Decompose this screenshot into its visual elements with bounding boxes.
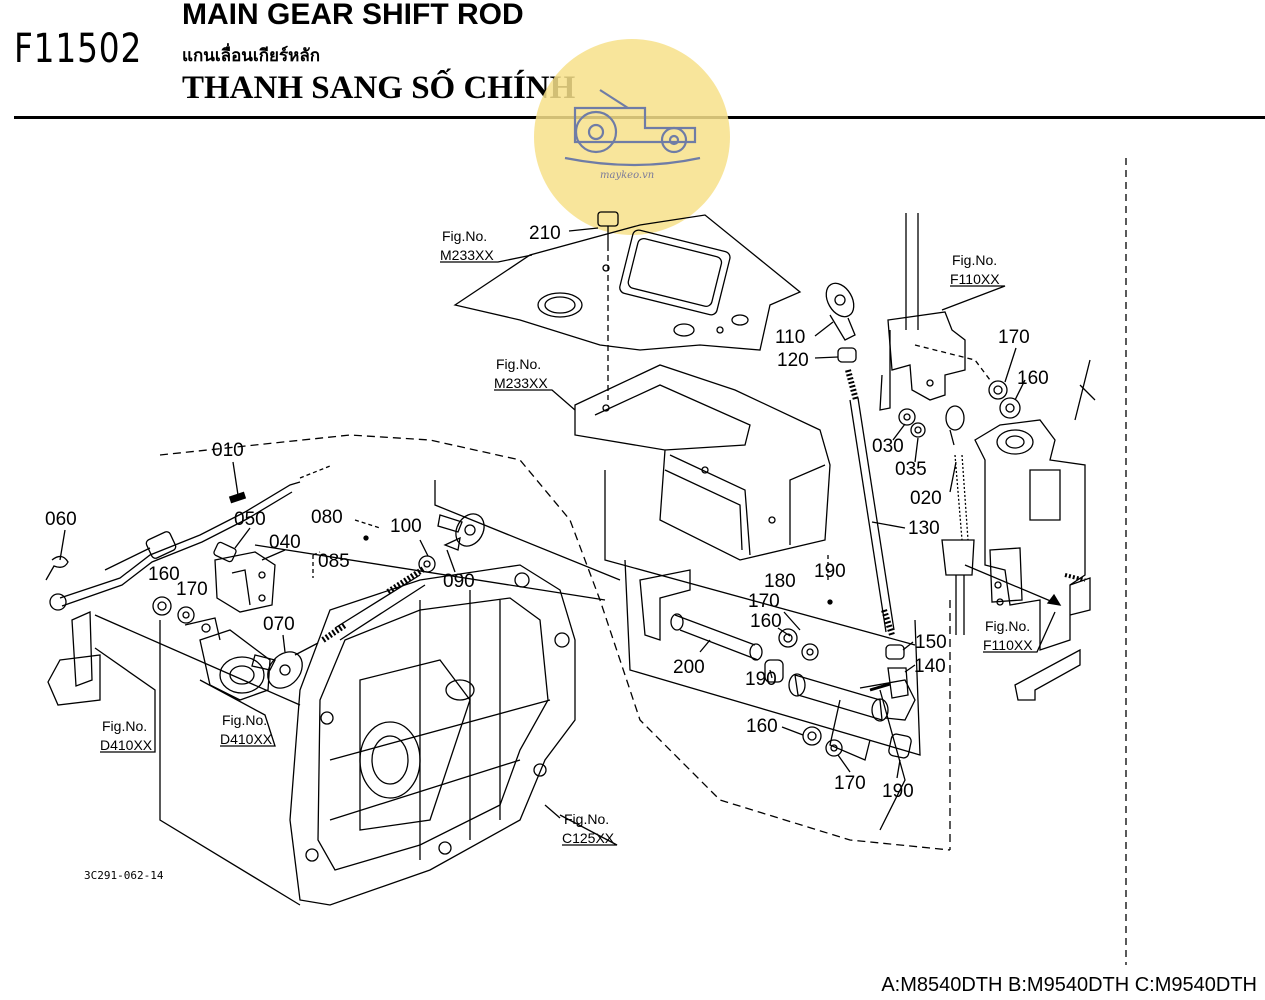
callout-170: 170 [998, 327, 1030, 348]
callout-085: 085 [318, 551, 350, 572]
fig-ref-code: D410XX [220, 731, 273, 747]
fig-ref-code: M233XX [494, 375, 548, 391]
fig-ref-label: Fig.No. [564, 811, 609, 827]
callout-060: 060 [45, 509, 77, 530]
fig-ref-label: Fig.No. [222, 712, 267, 728]
callout-040: 040 [269, 532, 301, 553]
figure-code: F11502 [14, 26, 143, 72]
callout-030: 030 [872, 436, 904, 457]
callout-210: 210 [529, 223, 561, 244]
callout-170-left: 170 [176, 579, 208, 600]
callout-180: 180 [764, 571, 796, 592]
callout-100: 100 [390, 516, 422, 537]
model-applicability: A:M8540DTH B:M9540DTH C:M9540DTH [881, 974, 1257, 996]
callout-190-mid: 190 [745, 669, 777, 690]
callout-160: 160 [1017, 368, 1049, 389]
callout-070: 070 [263, 614, 295, 635]
watermark-text: maykeo.vn [600, 170, 654, 181]
fig-ref-code: M233XX [440, 247, 494, 263]
callout-150: 150 [915, 632, 947, 653]
callout-035: 035 [895, 459, 927, 480]
callout-120: 120 [777, 350, 809, 371]
fig-ref-code: D410XX [100, 737, 153, 753]
fig-ref-label: Fig.No. [496, 356, 541, 372]
title-thai: แกนเลื่อนเกียร์หลัก [182, 46, 321, 66]
fig-ref-label: Fig.No. [102, 718, 147, 734]
callout-090: 090 [443, 571, 475, 592]
callout-140: 140 [914, 656, 946, 677]
callout-010: 010 [212, 440, 244, 461]
callout-130: 130 [908, 518, 940, 539]
callout-200: 200 [673, 657, 705, 678]
callout-160-low: 160 [746, 716, 778, 737]
fig-ref-label: Fig.No. [952, 252, 997, 268]
callout-110: 110 [775, 327, 805, 348]
callout-170-mid: 170 [748, 591, 780, 612]
tractor-icon [564, 89, 701, 167]
callout-160-left: 160 [148, 564, 180, 585]
callout-160-mid: 160 [750, 611, 782, 632]
callout-080: 080 [311, 507, 343, 528]
watermark-logo [534, 39, 730, 235]
fig-ref-code: F110XX [983, 637, 1033, 653]
callout-170-low: 170 [834, 773, 866, 794]
callout-050: 050 [234, 509, 266, 530]
callout-020: 020 [910, 488, 942, 509]
fig-ref-label: Fig.No. [985, 618, 1030, 634]
callout-190-low: 190 [882, 781, 914, 802]
title-english: MAIN GEAR SHIFT ROD [182, 0, 524, 31]
drawing-code: 3C291-062-14 [84, 869, 164, 882]
fig-ref-label: Fig.No. [442, 228, 487, 244]
fig-ref-code: C125XX [562, 830, 615, 846]
title-vietnamese: THANH SANG SỐ CHÍNH [182, 70, 576, 106]
fig-ref-code: F110XX [950, 271, 1000, 287]
callout-190-top: 190 [814, 561, 846, 582]
